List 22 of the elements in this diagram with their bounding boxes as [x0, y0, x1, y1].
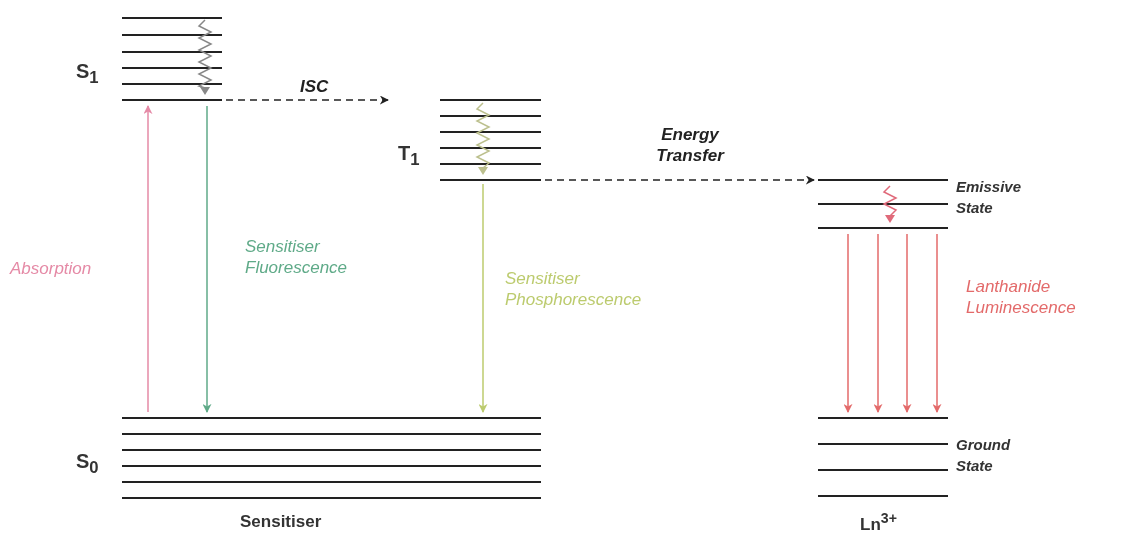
- state-label: Emissive State: [956, 177, 1023, 218]
- state-label: Ground State: [956, 435, 1012, 476]
- edge-label: Lanthanide Luminescence: [966, 276, 1077, 318]
- edge-label: ISC: [300, 76, 330, 97]
- arrow: [225, 95, 389, 105]
- arrow: [873, 233, 883, 413]
- caption-label: Ln$^{3+}$: [860, 510, 897, 535]
- arrow: [478, 183, 488, 413]
- arrow: [202, 105, 212, 413]
- edge-label: Sensitiser Phosphorescence: [505, 268, 643, 310]
- edge-label: Absorption: [10, 258, 93, 279]
- arrow: [544, 175, 815, 185]
- state-label: S$_{1}$: [76, 60, 99, 88]
- state-label: T$_{1}$: [398, 142, 420, 170]
- arrow: [902, 233, 912, 413]
- arrow: [843, 233, 853, 413]
- edge-label: Energy Transfer: [655, 124, 726, 166]
- arrow: [143, 105, 153, 413]
- caption-label: Sensitiser: [240, 512, 322, 532]
- state-label: S$_{0}$: [76, 450, 99, 478]
- edge-label: Sensitiser Fluorescence: [245, 236, 349, 278]
- arrow: [932, 233, 942, 413]
